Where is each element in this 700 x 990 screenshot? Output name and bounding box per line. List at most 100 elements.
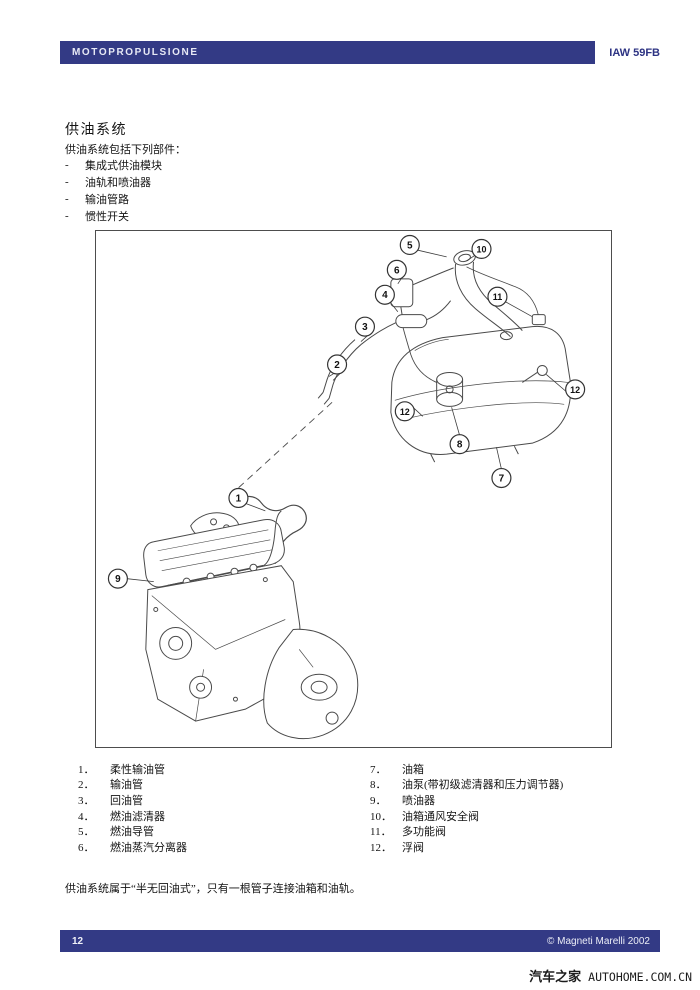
- dashed-cut-line: [229, 402, 333, 497]
- intro-text: 供油系统包括下列部件：: [65, 144, 186, 156]
- callout-2: 2: [327, 354, 348, 375]
- section-title: MOTOPROPULSIONE: [72, 47, 199, 58]
- page-header: MOTOPROPULSIONE IAW 59FB: [60, 41, 660, 64]
- callout-11: 11: [487, 286, 508, 307]
- callouts: 5 10 6 4 11 3 2 12 12 8 7 1 9: [107, 234, 586, 589]
- page-footer: 12 © Magneti Marelli 2002: [60, 930, 660, 952]
- callout-6: 6: [386, 259, 407, 280]
- callout-label: 6: [394, 265, 400, 276]
- copyright-text: © Magneti Marelli 2002: [547, 935, 650, 947]
- legend-column-left: 1． 柔性输油管 2． 输油管 3． 回油管 4． 燃油滤清器 5． 燃油导管 6．燃油蒸…: [78, 761, 370, 855]
- legend-item: 11． 多功能阀: [370, 823, 616, 839]
- legend-label: 柔性输油管: [110, 763, 165, 776]
- callout-12-b: 12: [565, 379, 586, 400]
- callout-label: 1: [236, 493, 242, 504]
- list-item: - 输油管路: [65, 190, 162, 207]
- page-title: 供油系统: [65, 123, 127, 138]
- legend-label: 油箱: [402, 763, 424, 776]
- callout-8: 8: [449, 434, 470, 455]
- closing-note: 供油系统属于“半无回油式”，只有一根管子连接油箱和油轨。: [65, 883, 361, 895]
- legend-item: 4． 燃油滤清器: [78, 808, 370, 824]
- list-item-label: 油轨和喷油器: [85, 176, 151, 189]
- document-code: IAW 59FB: [609, 46, 660, 59]
- callout-label: 3: [362, 322, 368, 333]
- legend-number: 1．: [78, 763, 95, 776]
- legend-label: 回油管: [110, 794, 143, 807]
- legend-number: 2．: [78, 779, 95, 792]
- fuel-filter: [395, 314, 428, 329]
- callout-1: 1: [228, 487, 249, 509]
- legend-item: 2． 输油管: [78, 777, 370, 793]
- callout-7: 7: [491, 467, 512, 489]
- bullet-dash: -: [65, 158, 69, 171]
- callout-label: 11: [493, 292, 502, 302]
- callout-label: 10: [477, 244, 487, 254]
- component-list: - 集成式供油模块 - 油轨和喷油器 - 输油管路 - 惯性开关: [65, 156, 162, 224]
- legend-label: 燃油滤清器: [110, 810, 165, 823]
- legend-number: 10．: [370, 810, 392, 823]
- legend-item: 7． 油箱: [370, 761, 616, 777]
- list-item-label: 输油管路: [85, 193, 129, 206]
- legend-label: 多功能阀: [402, 826, 446, 839]
- flexible-hose: [235, 495, 307, 564]
- fuel-system-diagram: 5 10 6 4 11 3 2 12 12 8 7 1 9: [95, 230, 612, 748]
- callout-10: 10: [471, 238, 492, 259]
- fuel-pump: [436, 371, 464, 407]
- legend-item: 12． 浮阀: [370, 839, 616, 855]
- legend-number: 3．: [78, 794, 95, 807]
- legend-item: 6．燃油蒸汽分离器: [78, 839, 370, 855]
- list-item-label: 集成式供油模块: [85, 159, 162, 172]
- legend-number: 4．: [78, 810, 95, 823]
- section-title-bar: MOTOPROPULSIONE: [60, 41, 596, 64]
- legend-item: 3． 回油管: [78, 792, 370, 808]
- legend-item: 10．油箱通风安全阀: [370, 808, 616, 824]
- legend-number: 5．: [78, 826, 95, 839]
- float-valve: [536, 364, 548, 376]
- legend-number: 8．: [370, 779, 387, 792]
- callout-3: 3: [354, 316, 376, 337]
- callout-label: 12: [400, 407, 410, 417]
- legend-item: 1． 柔性输油管: [78, 761, 370, 777]
- bullet-dash: -: [65, 209, 69, 222]
- legend-column-right: 7． 油箱 8． 油泵(带初级滤清器和压力调节器) 9． 喷油器 10．油箱通风安全阀…: [370, 761, 616, 855]
- legend-item: 9． 喷油器: [370, 792, 616, 808]
- callout-label: 4: [382, 290, 388, 301]
- fuel-tank-group: [317, 250, 572, 463]
- callout-label: 5: [407, 240, 413, 251]
- list-item: - 惯性开关: [65, 207, 162, 224]
- callout-5: 5: [399, 234, 420, 256]
- legend-label: 燃油导管: [110, 826, 154, 839]
- legend-number: 12．: [370, 841, 392, 854]
- callout-label: 2: [334, 360, 340, 371]
- page-number: 12: [72, 935, 84, 947]
- legend-label: 燃油蒸汽分离器: [110, 841, 187, 854]
- list-item-label: 惯性开关: [85, 210, 129, 223]
- legend-label: 浮阀: [402, 841, 424, 854]
- callout-label: 8: [457, 440, 463, 451]
- watermark-site-name: 汽车之家: [529, 969, 582, 984]
- callout-label: 12: [570, 385, 580, 395]
- list-item: - 集成式供油模块: [65, 156, 162, 173]
- legend-number: 11．: [370, 826, 392, 839]
- legend-label: 油泵(带初级滤清器和压力调节器): [402, 779, 564, 792]
- bullet-dash: -: [65, 192, 69, 205]
- legend-label: 喷油器: [402, 794, 435, 807]
- filler-pipe: [454, 263, 511, 337]
- multifunction-valve: [531, 314, 546, 326]
- fuel-system-line-art: 5 10 6 4 11 3 2 12 12 8 7 1 9: [107, 234, 586, 740]
- callout-label: 9: [115, 574, 121, 585]
- legend-item: 5． 燃油导管: [78, 823, 370, 839]
- list-item: - 油轨和喷油器: [65, 173, 162, 190]
- legend-label: 输油管: [110, 779, 143, 792]
- diagram-legend: 1． 柔性输油管 2． 输油管 3． 回油管 4． 燃油滤清器 5． 燃油导管 6．燃油蒸…: [78, 761, 616, 855]
- callout-4: 4: [374, 284, 395, 305]
- watermark-site-domain: AUTOHOME.COM.CN: [588, 970, 692, 984]
- valve-cover: [143, 518, 285, 588]
- legend-number: 9．: [370, 794, 387, 807]
- legend-item: 8． 油泵(带初级滤清器和压力调节器): [370, 777, 616, 793]
- bullet-dash: -: [65, 175, 69, 188]
- callout-9: 9: [107, 568, 128, 589]
- legend-number: 7．: [370, 763, 387, 776]
- engine-group: [143, 495, 359, 740]
